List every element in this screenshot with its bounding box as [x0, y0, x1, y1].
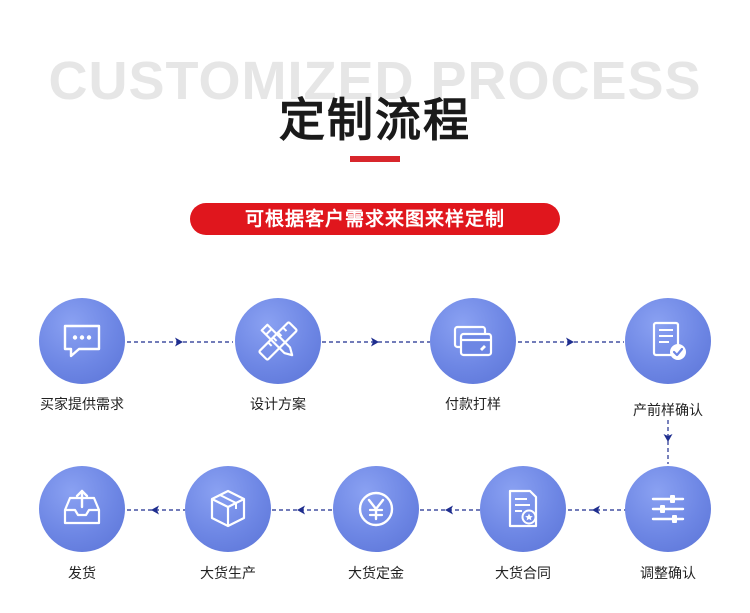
- yen-coin-icon: [358, 491, 394, 527]
- step-label: 大货合同: [495, 566, 551, 582]
- inbox-tray-icon: [63, 489, 101, 525]
- connector-5-6: [568, 505, 626, 515]
- step-buyer-requirements: 买家提供需求: [22, 298, 142, 414]
- step-circle: [480, 466, 566, 552]
- step-label: 大货定金: [348, 566, 404, 582]
- step-label: 买家提供需求: [40, 397, 124, 413]
- step-circle: [333, 466, 419, 552]
- connector-8-9: [127, 505, 185, 515]
- step-shipment: 发货: [22, 466, 142, 583]
- connector-3-4: [518, 337, 624, 347]
- step-circle: [430, 298, 516, 384]
- step-bulk-production: 大货生产: [168, 466, 288, 583]
- step-label: 设计方案: [250, 397, 306, 413]
- connector-7-8: [272, 505, 332, 515]
- document-check-icon: [652, 321, 686, 360]
- payment-card-icon: [453, 325, 493, 357]
- step-label: 付款打样: [445, 397, 501, 413]
- step-circle: [39, 298, 125, 384]
- sliders-icon: [651, 495, 685, 523]
- step-preproduction-sample: 产前样确认: [608, 298, 728, 420]
- step-payment-sample: 付款打样: [413, 298, 533, 414]
- step-label: 发货: [68, 566, 96, 582]
- ruler-pencil-icon: [258, 321, 298, 361]
- package-box-icon: [210, 489, 246, 528]
- step-circle: [625, 466, 711, 552]
- connector-4-5: [663, 420, 673, 464]
- title-underline: [350, 156, 400, 162]
- connector-2-3: [322, 337, 430, 347]
- step-label: 产前样确认: [633, 403, 703, 419]
- step-design-plan: 设计方案: [218, 298, 338, 414]
- step-adjust-confirm: 调整确认: [608, 466, 728, 583]
- step-circle: [625, 298, 711, 384]
- step-label: 调整确认: [640, 566, 696, 582]
- subtitle-banner: 可根据客户需求来图来样定制: [190, 203, 560, 235]
- step-circle: [235, 298, 321, 384]
- connector-1-2: [127, 337, 233, 347]
- background-title: CUSTOMIZED PROCESS: [48, 51, 702, 111]
- chat-bubble-icon: [63, 324, 101, 358]
- connector-6-7: [420, 505, 480, 515]
- contract-document-icon: [508, 489, 538, 528]
- page-title: 定制流程: [279, 93, 471, 147]
- step-bulk-deposit: 大货定金: [316, 466, 436, 583]
- step-bulk-contract: 大货合同: [463, 466, 583, 583]
- step-circle: [185, 466, 271, 552]
- step-label: 大货生产: [200, 566, 256, 582]
- step-circle: [39, 466, 125, 552]
